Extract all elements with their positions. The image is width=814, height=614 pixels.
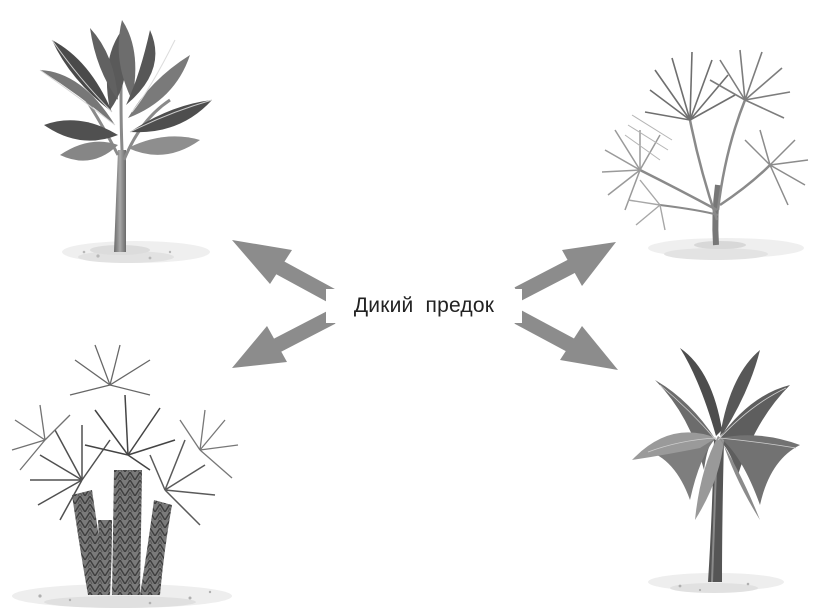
fan-palm-plant <box>602 50 808 260</box>
center-label: Дикий предок <box>326 289 522 323</box>
broadleaf-plant-icon <box>40 20 212 263</box>
arrow-to-top-left <box>232 240 332 296</box>
broadleaf-plant <box>40 20 212 263</box>
feather-palm-icon <box>632 348 800 593</box>
multi-trunk-palm-icon <box>12 345 238 608</box>
feather-palm <box>632 348 800 593</box>
arrow-to-bottom-right <box>518 317 618 370</box>
multi-trunk-palm <box>12 345 238 608</box>
arrow-to-bottom-left <box>232 317 332 368</box>
fan-palm-icon <box>602 50 808 260</box>
arrow-to-top-right <box>518 242 616 294</box>
